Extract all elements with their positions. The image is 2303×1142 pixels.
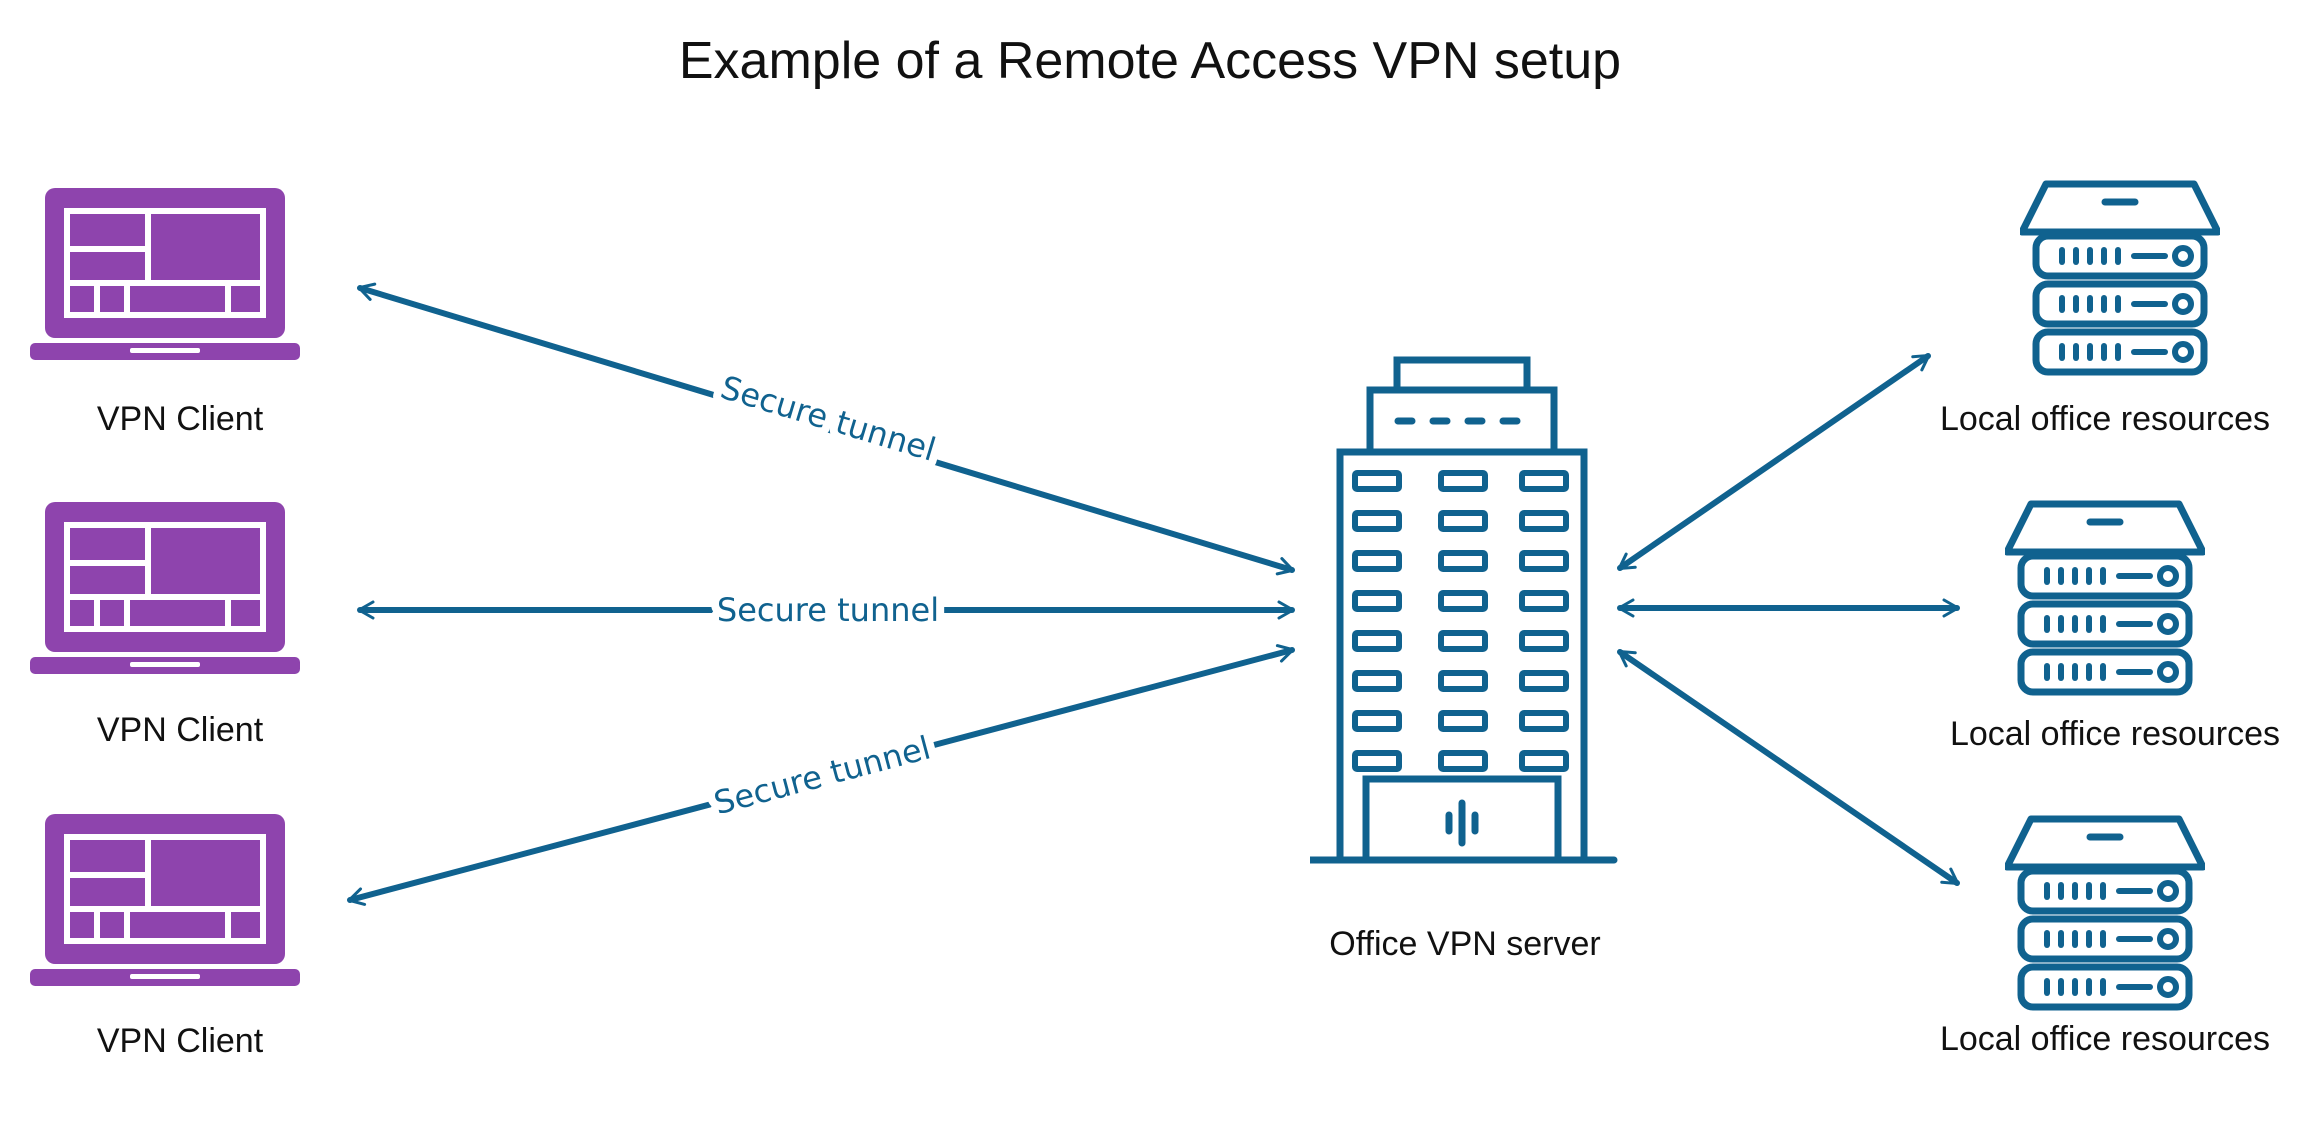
local-resources-2: Local office resources bbox=[1950, 504, 2280, 753]
local-resources-label: Local office resources bbox=[1950, 715, 2280, 753]
office-vpn-server-label: Office VPN server bbox=[1329, 925, 1600, 963]
vpn-client-label: VPN Client bbox=[97, 711, 264, 749]
diagram-title: Example of a Remote Access VPN setup bbox=[679, 32, 1621, 90]
resource-link-arrow-1 bbox=[1617, 353, 1931, 571]
vpn-client-label: VPN Client bbox=[97, 400, 264, 438]
office-building-icon bbox=[1310, 360, 1614, 860]
server-rack-icon bbox=[2007, 504, 2203, 692]
office-vpn-server: Office VPN server bbox=[1310, 360, 1614, 963]
server-rack-icon bbox=[2022, 184, 2218, 372]
laptop-icon bbox=[30, 502, 300, 674]
vpn-client-3: VPN Client bbox=[30, 814, 300, 1060]
local-resources-3: Local office resources bbox=[1940, 819, 2270, 1058]
local-resources-label: Local office resources bbox=[1940, 1020, 2270, 1058]
laptop-icon bbox=[30, 814, 300, 986]
laptop-icon bbox=[30, 188, 300, 360]
resource-link-arrow-3 bbox=[1617, 649, 1960, 886]
secure-tunnel-arrow-3 bbox=[347, 644, 1295, 906]
vpn-client-2: VPN Client bbox=[30, 502, 300, 749]
local-resources-1: Local office resources bbox=[1940, 184, 2270, 438]
secure-tunnel-arrow-1 bbox=[357, 282, 1295, 576]
local-resources-label: Local office resources bbox=[1940, 400, 2270, 438]
vpn-client-1: VPN Client bbox=[30, 188, 300, 438]
tunnel-label: Secure tunnel bbox=[716, 368, 940, 469]
server-rack-icon bbox=[2007, 819, 2203, 1007]
vpn-client-label: VPN Client bbox=[97, 1022, 264, 1060]
tunnel-label: Secure tunnel bbox=[710, 728, 934, 822]
tunnel-label: Secure tunnel bbox=[717, 591, 939, 629]
